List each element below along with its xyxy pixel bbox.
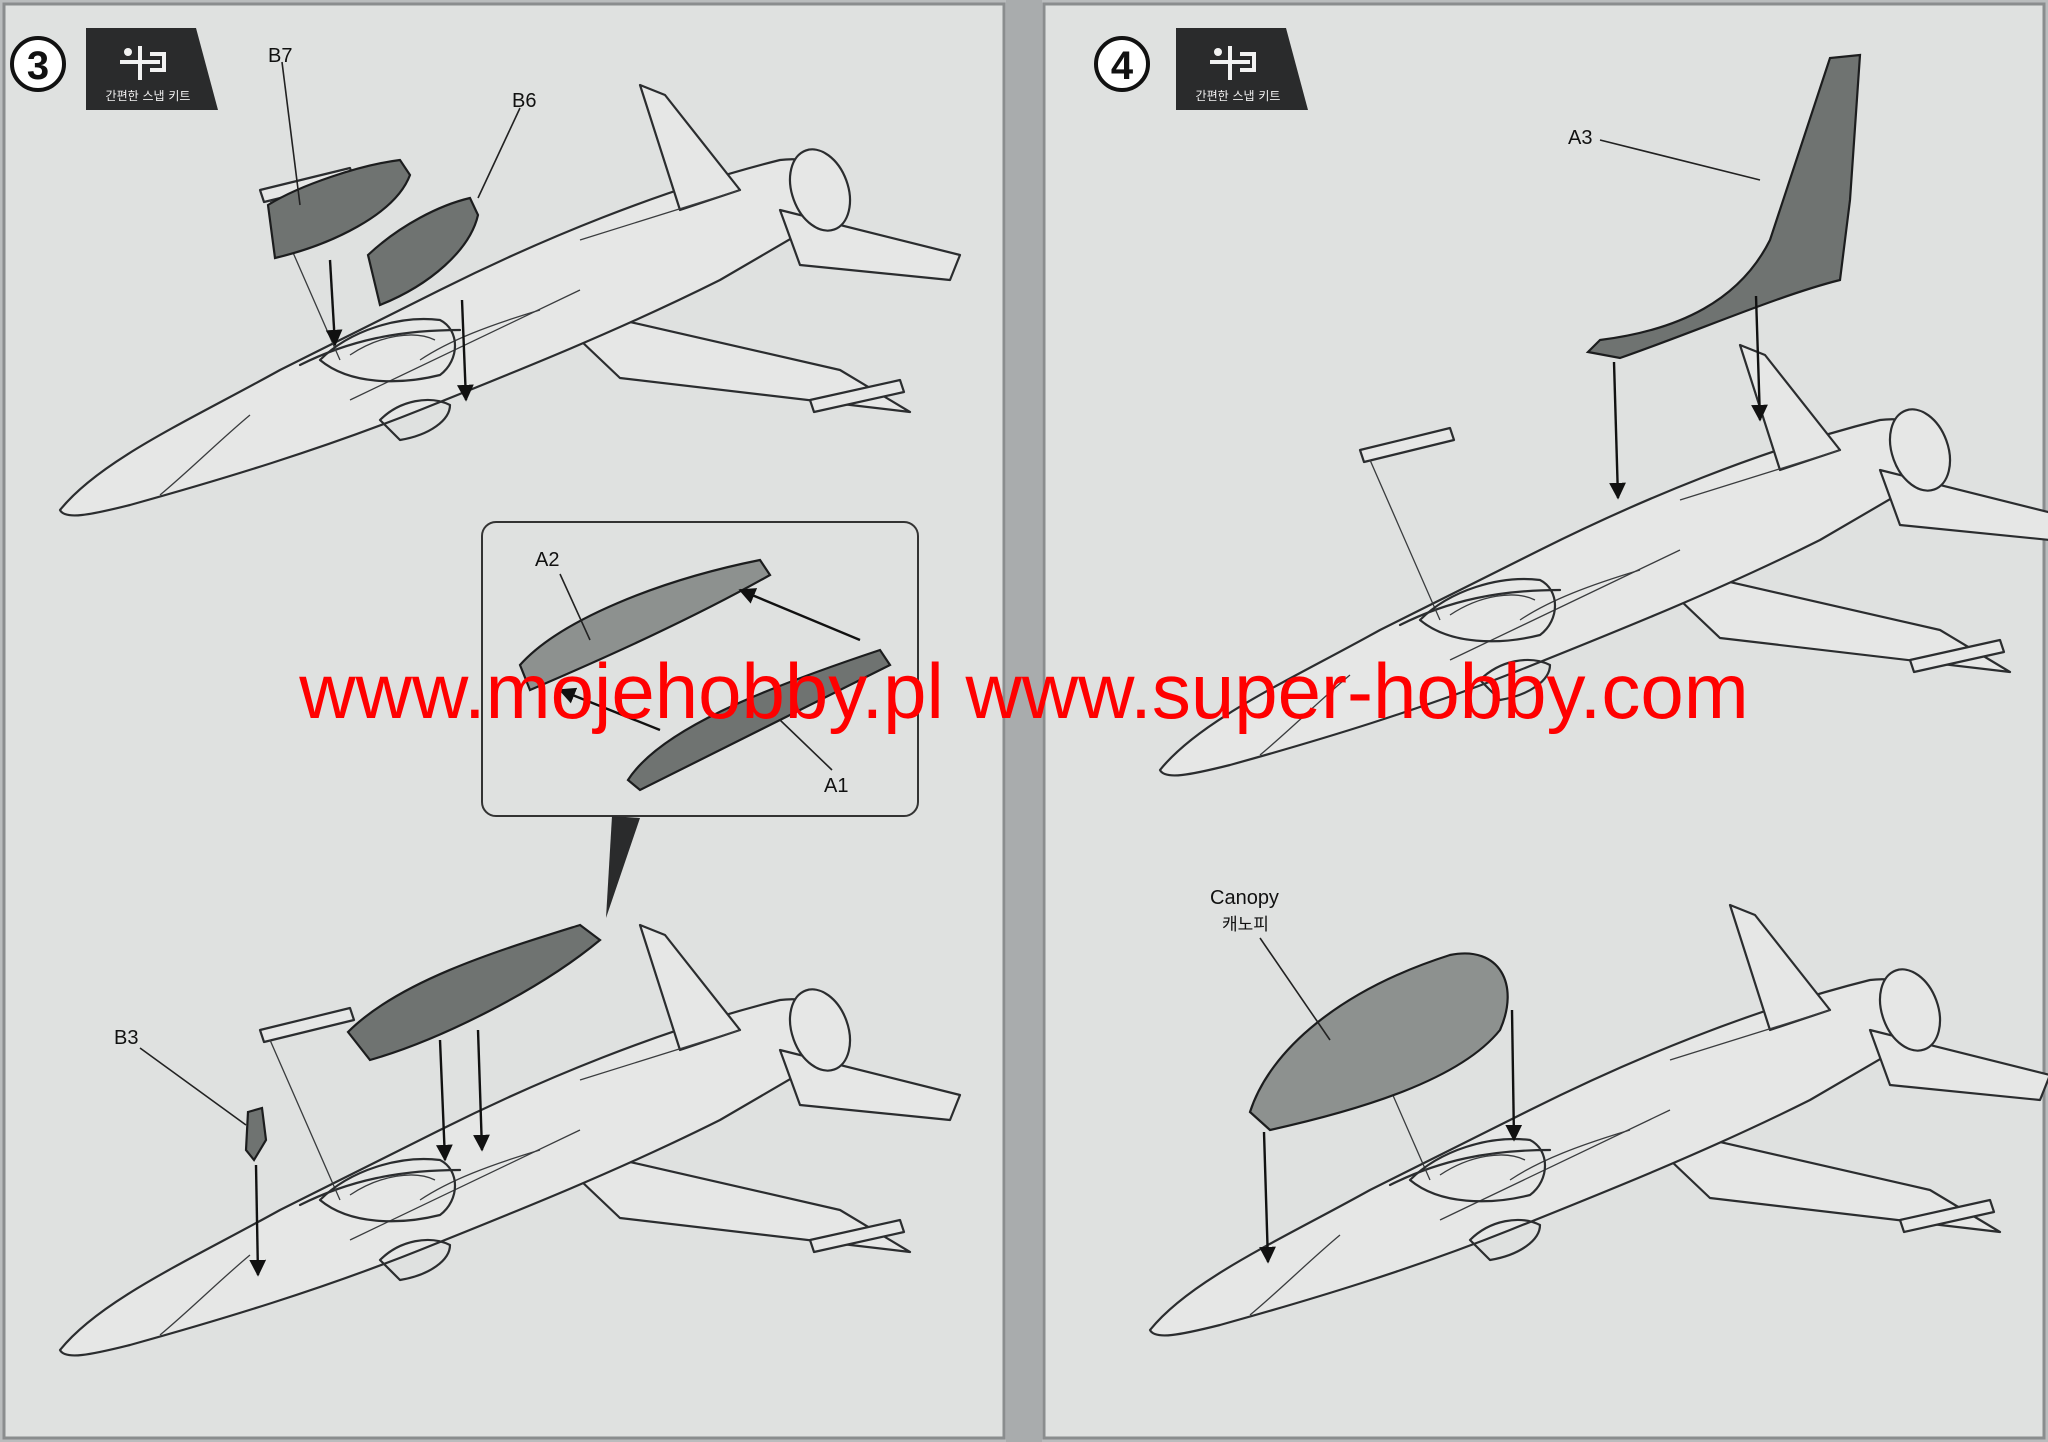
arrow-tank-right — [473, 1029, 490, 1152]
binding-spine — [1006, 0, 1042, 1442]
label-b6: B6 — [512, 90, 536, 112]
part-canopy — [1248, 952, 1509, 1132]
snap-kit-label: 간편한 스냅 키트 — [1196, 89, 1281, 103]
leader-b3 — [139, 1047, 247, 1126]
part-a3 — [1585, 53, 1862, 360]
arrow-a2-a1 — [558, 687, 661, 732]
part-a2 — [518, 558, 772, 692]
step-number: 4 — [1111, 44, 1134, 88]
label-canopy-korean: 캐노피 — [1222, 915, 1269, 935]
arrow-canopy-front — [1259, 1131, 1276, 1264]
part-b7 — [266, 158, 412, 260]
label-b7: B7 — [268, 45, 292, 67]
leader-canopy — [1259, 937, 1331, 1041]
label-a2: A2 — [535, 549, 559, 571]
label-a1: A1 — [824, 775, 848, 797]
inset-pointer — [606, 816, 640, 918]
arrow-a3-rear — [1751, 295, 1768, 422]
snap-kit-label: 간편한 스냅 키트 — [106, 89, 191, 103]
arrow-a3-front — [1609, 361, 1626, 500]
label-a3: A3 — [1568, 127, 1592, 149]
arrow-a1-a2 — [738, 588, 861, 642]
part-b3 — [244, 1106, 268, 1162]
arrow-b6 — [457, 299, 474, 402]
label-canopy: Canopy — [1210, 887, 1279, 909]
arrow-canopy-rear — [1505, 1009, 1523, 1142]
leader-a2 — [559, 573, 591, 641]
airplane-icon — [120, 46, 166, 80]
arrow-b3 — [249, 1164, 267, 1277]
arrow-tank-left — [435, 1039, 453, 1162]
leader-b6 — [477, 107, 521, 199]
leader-b7 — [281, 61, 301, 206]
airplane-icon — [1210, 46, 1256, 80]
watermark: www.mojehobby.pl www.super-hobby.com — [298, 647, 1748, 735]
step-number-circle — [10, 36, 66, 92]
leader-a1 — [779, 719, 833, 771]
label-b3: B3 — [114, 1027, 138, 1049]
part-b6 — [366, 196, 480, 307]
leader-a3 — [1599, 139, 1761, 181]
part-a1-a2-assembled — [346, 923, 602, 1062]
step-3-header: 3 간편한 스냅 키트 — [10, 28, 218, 110]
detail-inset — [481, 521, 919, 817]
step-4-header: 4 간편한 스냅 키트 — [1094, 28, 1308, 110]
part-a1 — [626, 648, 892, 792]
step-number-circle — [1094, 36, 1150, 92]
arrow-b7 — [325, 259, 343, 347]
step-number: 3 — [27, 44, 49, 88]
